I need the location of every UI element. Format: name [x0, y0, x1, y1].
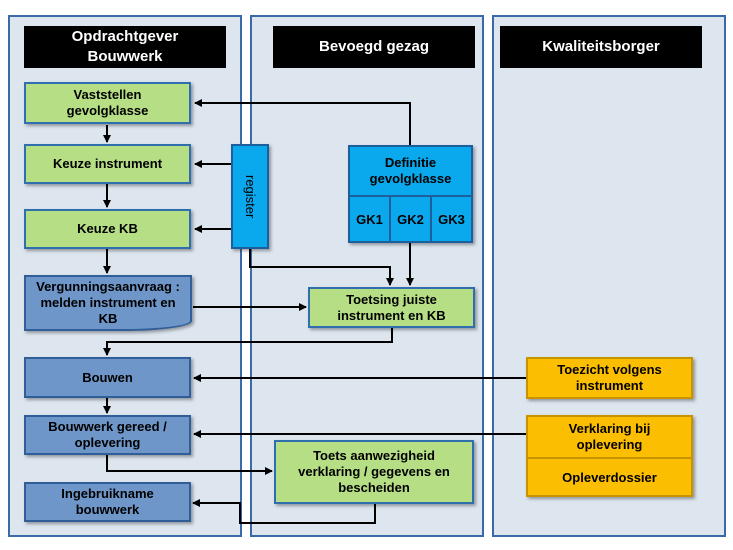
- lane-title-bevoegd-gezag: Bevoegd gezag: [273, 26, 475, 68]
- box-register: register: [231, 144, 269, 249]
- box-keuze-kb: Keuze KB: [24, 209, 191, 249]
- box-vergunningsaanvraag: Vergunningsaanvraag : melden instrument …: [24, 275, 192, 331]
- box-vaststellen-gevolgklasse: Vaststellen gevolgklasse: [24, 82, 191, 124]
- opleverdossier: Opleverdossier: [562, 470, 657, 485]
- box-ingebruikname: Ingebruikname bouwwerk: [24, 482, 191, 522]
- lane-title-opdrachtgever: Opdrachtgever Bouwwerk: [24, 26, 226, 68]
- box-definitie-gevolgklasse: Definitie gevolgklasse GK1 GK2 GK3: [348, 145, 473, 243]
- definitie-title: Definitie gevolgklasse: [350, 147, 471, 197]
- box-verklaring-oplevering: Verklaring bij oplevering Opleverdossier: [526, 415, 693, 497]
- gk3-cell: GK3: [438, 212, 465, 227]
- gk-row: GK1 GK2 GK3: [350, 197, 471, 243]
- box-toezicht: Toezicht volgens instrument: [526, 357, 693, 399]
- verklaring-bij-oplevering: Verklaring bij oplevering: [528, 417, 691, 459]
- box-keuze-instrument: Keuze instrument: [24, 144, 191, 184]
- box-toets-aanwezigheid: Toets aanwezigheid verklaring / gegevens…: [274, 440, 474, 504]
- box-bouwen: Bouwen: [24, 357, 191, 398]
- lane-title-kwaliteitsborger: Kwaliteitsborger: [500, 26, 702, 68]
- gk2-cell: GK2: [391, 197, 432, 243]
- gk1-cell: GK1: [350, 197, 391, 243]
- box-bouwwerk-gereed: Bouwwerk gereed / oplevering: [24, 415, 191, 455]
- box-toetsing-juiste-instrument: Toetsing juiste instrument en KB: [308, 287, 475, 328]
